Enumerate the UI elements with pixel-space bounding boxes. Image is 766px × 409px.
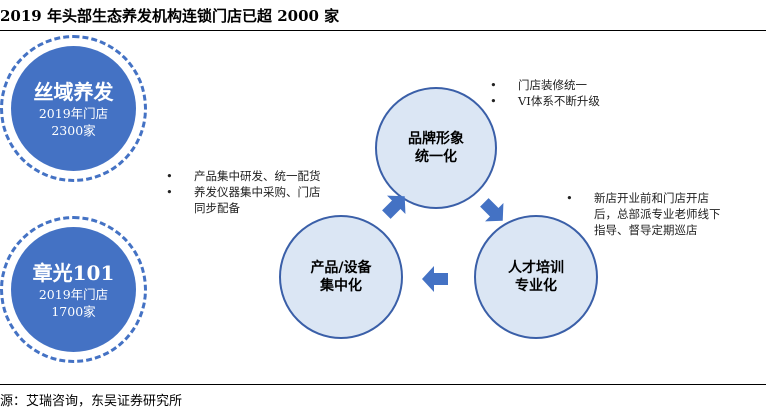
training-notes: 新店开业前和门店开店后，总部派专业老师线下指导、督导定期巡店	[566, 190, 726, 238]
cycle-label: 统一化	[415, 149, 457, 165]
product-notes: 产品集中研发、统一配货 养发仪器集中采购、门店同步配备	[166, 168, 326, 216]
cycle-training: 人才培训 专业化	[474, 215, 598, 339]
brand-circle-zhangguang: 章光101 2019年门店 1700家	[11, 227, 136, 352]
brand-image-notes: 门店装修统一 VI体系不断升级	[490, 77, 650, 109]
brand-stat-label: 2019年门店	[38, 105, 109, 121]
arrow-down-right-icon	[480, 198, 504, 222]
note-item: 养发仪器集中采购、门店同步配备	[166, 184, 326, 216]
footer-divider	[0, 384, 766, 385]
cycle-brand-image: 品牌形象 统一化	[375, 87, 497, 209]
cycle-label: 产品/设备	[310, 260, 372, 276]
cycle-product: 产品/设备 集中化	[279, 215, 403, 339]
page-title: 2019 年头部生态养发机构连锁门店已超 2000 家	[0, 7, 340, 25]
note-item: 产品集中研发、统一配货	[166, 168, 326, 184]
brand-stat-value: 2300家	[51, 122, 96, 138]
brand-name: 章光101	[32, 260, 115, 285]
source-note: 源：艾瑞咨询，东吴证券研究所	[0, 394, 183, 409]
note-item: 门店装修统一	[490, 77, 650, 93]
brand-circle-siyu: 丝域养发 2019年门店 2300家	[11, 46, 136, 171]
cycle-label: 专业化	[515, 278, 557, 294]
brand-name: 丝域养发	[33, 79, 114, 104]
cycle-label: 品牌形象	[408, 131, 464, 147]
note-item: 新店开业前和门店开店后，总部派专业老师线下指导、督导定期巡店	[566, 190, 726, 238]
arrow-left-icon	[422, 266, 448, 292]
brand-ring-siyu	[0, 35, 147, 182]
arrow-up-right-icon	[382, 195, 406, 219]
brand-ring-zhangguang	[0, 216, 147, 363]
cycle-label: 人才培训	[508, 260, 564, 276]
cycle-label: 集中化	[320, 278, 362, 294]
note-item: VI体系不断升级	[490, 93, 650, 109]
brand-stat-value: 1700家	[51, 303, 96, 319]
brand-stat-label: 2019年门店	[38, 286, 109, 302]
title-divider	[0, 30, 766, 31]
